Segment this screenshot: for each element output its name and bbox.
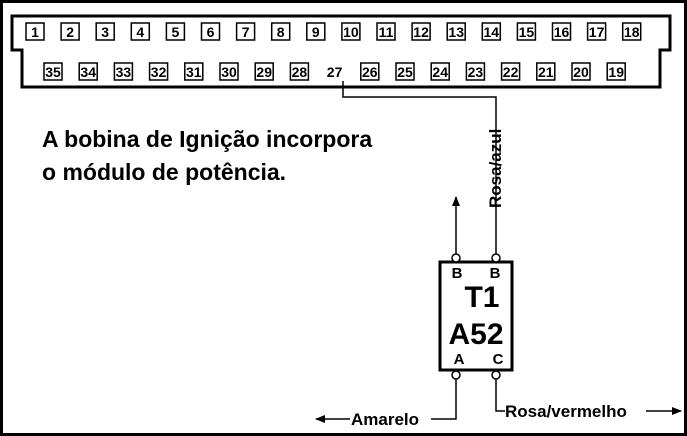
ignition-coil-component [438, 260, 514, 372]
pin-label-22: 22 [503, 64, 519, 80]
wire-label-amarelo: Amarelo [351, 410, 419, 429]
pin-box-20 [571, 62, 591, 81]
pin-box-3 [95, 22, 115, 41]
pin-label-4: 4 [136, 24, 144, 40]
pin-box-15 [516, 22, 537, 41]
pin-label-29: 29 [256, 64, 272, 80]
pin-box-31 [184, 62, 204, 81]
component-pin-c: C [493, 351, 504, 368]
wire-rosa-vermelho [495, 379, 505, 412]
pin-label-34: 34 [80, 64, 96, 80]
pin-box-9 [306, 22, 326, 41]
pin-label-14: 14 [484, 24, 500, 40]
connector-outline [10, 14, 672, 89]
pin-label-2: 2 [66, 24, 74, 40]
pin-box-6 [200, 22, 221, 41]
component-pin-b-right: B [490, 265, 501, 282]
pin-label-27: 27 [327, 64, 343, 80]
pin-label-35: 35 [45, 64, 61, 80]
pin-label-23: 23 [468, 64, 484, 80]
pin-label-32: 32 [151, 64, 167, 80]
pin-label-19: 19 [608, 64, 624, 80]
pin-label-8: 8 [277, 24, 285, 40]
pin-box-2 [60, 22, 80, 41]
pin-box-18 [621, 22, 642, 41]
pin-label-30: 30 [221, 64, 237, 80]
pin-label-31: 31 [186, 64, 202, 80]
pin-box-23 [465, 62, 486, 81]
pin-box-33 [113, 62, 134, 81]
note-line-1: A bobina de Ignição incorpora [42, 126, 372, 152]
pin-box-12 [411, 22, 431, 41]
pin-box-5 [165, 22, 186, 41]
pin-box-13 [446, 22, 466, 41]
pin-box-29 [254, 62, 274, 81]
pin-label-3: 3 [101, 24, 109, 40]
wire-label-rosa-azul: Rosa/azul [486, 129, 505, 208]
note-line-2: o módulo de potência. [42, 159, 286, 185]
component-pin-b-left: B [452, 265, 463, 282]
pin-label-13: 13 [448, 24, 464, 40]
pin-box-24 [430, 62, 450, 81]
component-name: T1 [464, 281, 499, 314]
pin-label-5: 5 [172, 24, 180, 40]
pin-label-26: 26 [362, 64, 378, 80]
pin-box-19 [606, 62, 626, 81]
pin-box-10 [341, 22, 361, 41]
pin-box-21 [536, 62, 556, 81]
pin-box-32 [148, 62, 169, 81]
pin-box-7 [235, 22, 256, 41]
pin-box-1 [25, 22, 45, 41]
pin-label-20: 20 [573, 64, 589, 80]
pin-label-11: 11 [379, 24, 394, 40]
wire-label-rosa-vermelho: Rosa/vermelho [505, 402, 627, 421]
pin-label-21: 21 [538, 64, 554, 80]
pin-box-34 [78, 62, 98, 81]
pin-label-15: 15 [519, 24, 535, 40]
pin-box-28 [289, 62, 310, 81]
pin-label-9: 9 [312, 24, 320, 40]
pin-label-1: 1 [31, 24, 39, 40]
pin-box-4 [130, 22, 151, 41]
pin-box-16 [551, 22, 572, 41]
pin-label-28: 28 [292, 64, 308, 80]
connector-bottom-row: 35 34 33 32 31 30 29 28 27 26 25 24 23 22 21 20 19 [43, 62, 626, 81]
terminal-a [451, 370, 461, 380]
component-pin-a: A [454, 351, 465, 368]
component-code: A52 [448, 318, 503, 351]
pin-label-10: 10 [343, 24, 359, 40]
terminal-b-right [491, 253, 501, 263]
pin-box-22 [500, 62, 521, 81]
pin-box-11 [376, 22, 396, 41]
pin-label-33: 33 [116, 64, 132, 80]
pin-label-12: 12 [413, 24, 429, 40]
pin-box-26 [360, 62, 380, 81]
pin-box-30 [219, 62, 239, 81]
pin-label-7: 7 [242, 24, 250, 40]
wire-pin27-to-coil [342, 81, 497, 258]
terminal-c [491, 370, 501, 380]
pin-label-6: 6 [207, 24, 215, 40]
pin-label-16: 16 [554, 24, 570, 40]
wire-amarelo [431, 379, 457, 420]
pin-box-25 [395, 62, 415, 81]
pin-label-17: 17 [589, 24, 605, 40]
pin-label-25: 25 [397, 64, 413, 80]
pin-label-18: 18 [624, 24, 640, 40]
pin-box-17 [586, 22, 607, 41]
pin-box-14 [481, 22, 502, 41]
pin-box-35 [43, 62, 63, 81]
pin-box-8 [270, 22, 291, 41]
pin-label-24: 24 [432, 64, 448, 80]
terminal-b-left [451, 253, 461, 263]
